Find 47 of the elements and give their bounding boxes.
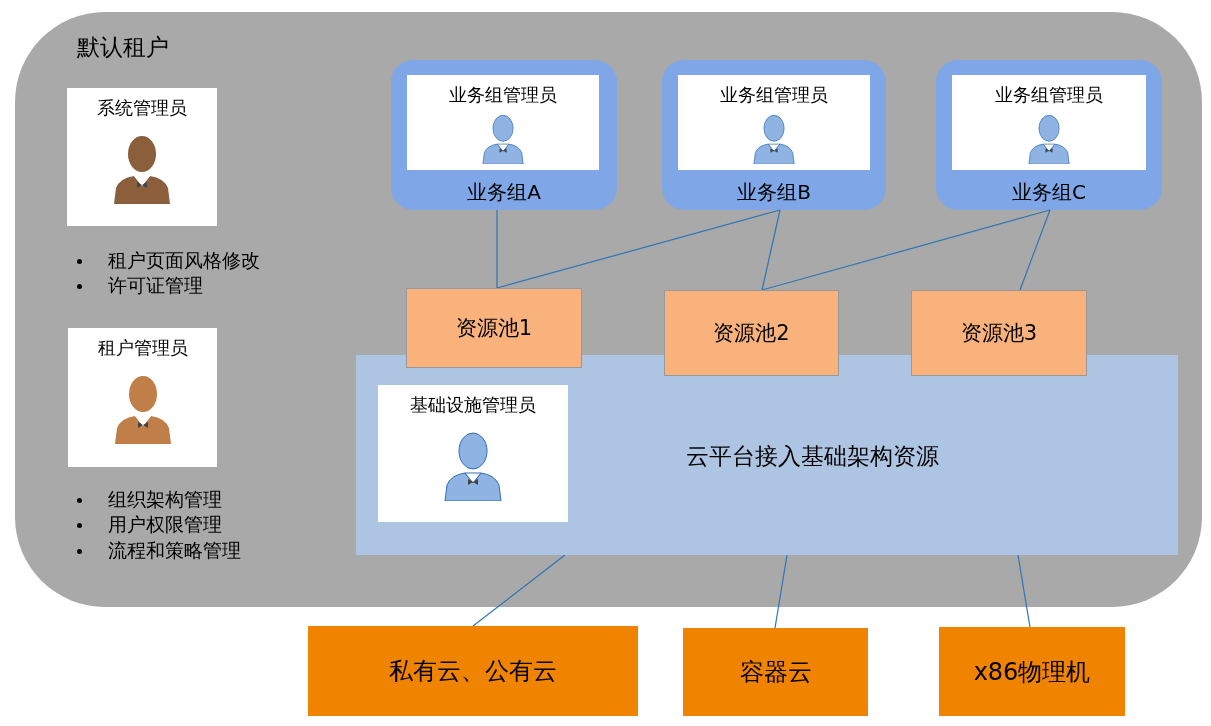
group-name: 业务组A (466, 179, 542, 206)
infrastructure-name: x86物理机 (972, 656, 1092, 688)
pool-name: 资源池2 (712, 320, 791, 347)
bullet-item: 用户权限管理 (108, 512, 222, 537)
connector-line (1019, 209, 1051, 291)
connector-line (472, 554, 566, 627)
infrastructure-box (939, 627, 1125, 716)
platform-name: 云平台接入基础架构资源 (686, 442, 939, 471)
bullet-item: 组织架构管理 (108, 487, 222, 512)
group-panel (936, 60, 1162, 210)
connector-line (1017, 554, 1031, 628)
connector-line (761, 209, 1051, 291)
role-title: 租户管理员 (96, 336, 189, 360)
role-card (378, 385, 568, 522)
connector-line (774, 554, 788, 629)
infrastructure-box (683, 628, 868, 716)
group-name: 业务组C (1011, 179, 1087, 206)
bullet-item: 租户页面风格修改 (108, 248, 260, 273)
role-card (67, 88, 217, 226)
role-title: 业务组管理员 (994, 83, 1104, 107)
role-title: 系统管理员 (96, 96, 188, 120)
infrastructure-box (308, 626, 638, 716)
bullet-item: 许可证管理 (108, 273, 203, 298)
role-title: 业务组管理员 (719, 83, 829, 107)
resource-pool-box (911, 290, 1087, 376)
tenant-title: 默认租户 (77, 33, 169, 62)
resource-pool-box (406, 288, 582, 368)
group-name: 业务组B (736, 179, 812, 206)
group-panel (391, 60, 617, 210)
resource-pool-box (664, 290, 839, 376)
connector-line (496, 209, 498, 289)
pool-name: 资源池3 (959, 320, 1039, 347)
group-panel (662, 60, 886, 210)
role-card (678, 75, 870, 170)
connector-line (761, 209, 781, 291)
role-title: 业务组管理员 (448, 83, 558, 107)
infrastructure-name: 容器云 (738, 657, 813, 688)
tenant-panel (15, 12, 1202, 607)
role-card (952, 75, 1146, 170)
role-card (407, 75, 599, 170)
connector-line (496, 209, 781, 289)
pool-name: 资源池1 (454, 315, 534, 342)
role-card (68, 328, 217, 467)
infrastructure-name: 私有云、公有云 (388, 656, 558, 687)
role-title: 基础设施管理员 (409, 393, 537, 417)
bullet-item: 流程和策略管理 (108, 538, 241, 563)
platform-panel (356, 355, 1178, 555)
